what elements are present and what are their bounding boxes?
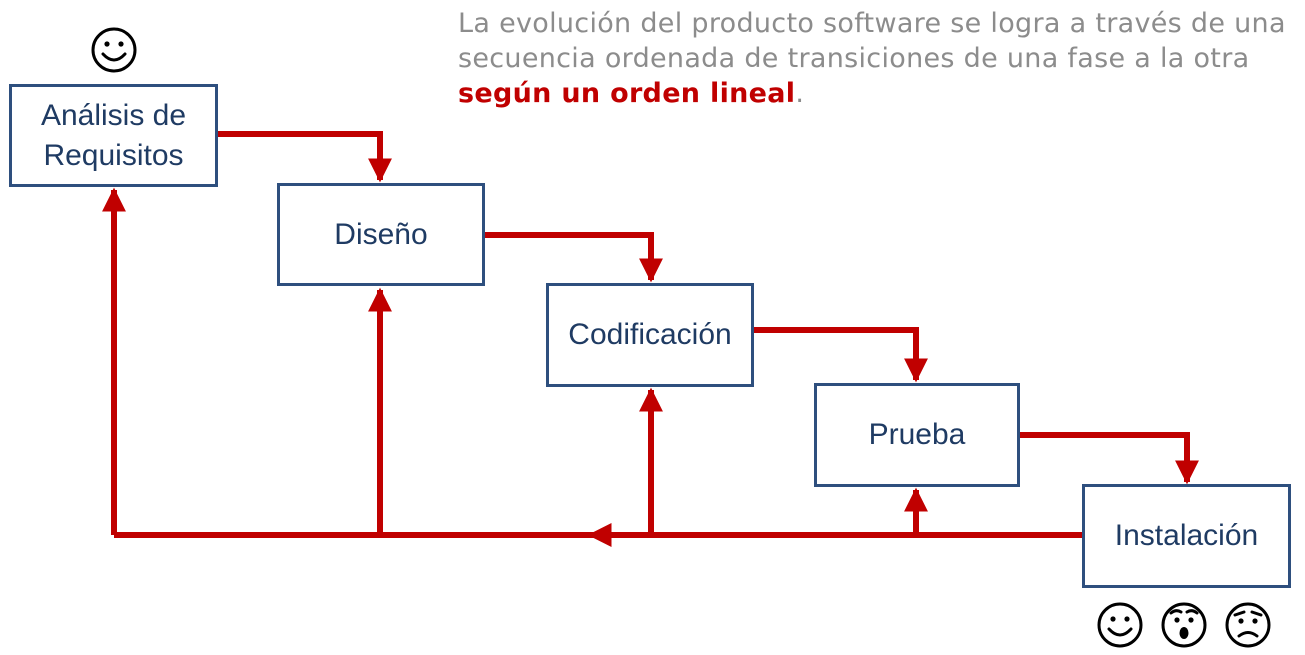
arrow-analisis-to-diseno (218, 131, 392, 183)
caption-text: La evolución del producto software se lo… (458, 8, 1286, 74)
phase-analisis-label-line1: Análisis de (40, 98, 187, 132)
phase-diseno-box: Diseño (277, 183, 485, 286)
phase-codificacion-label: Codificación (568, 318, 732, 351)
phase-instalacion-label: Instalación (1114, 519, 1259, 552)
surprised-face-icon (1161, 602, 1207, 648)
phase-instalacion-box: Instalación (1082, 484, 1291, 588)
caption-highlight: según un orden lineal (458, 78, 796, 109)
phase-analisis-label-line2: Requisitos (43, 138, 184, 172)
caption-period: . (795, 78, 805, 109)
smile-face-icon (91, 27, 137, 73)
phase-prueba-box: Prueba (814, 383, 1020, 487)
caption: La evolución del producto software se lo… (458, 6, 1303, 111)
phase-codificacion-box: Codificación (546, 283, 754, 387)
worried-face-icon (1225, 602, 1271, 648)
phase-diseno-label: Diseño (334, 217, 428, 251)
arrow-diseno-to-codificacion (485, 232, 663, 283)
smile-face-icon (1097, 602, 1143, 648)
phase-prueba-label: Prueba (868, 418, 966, 451)
arrow-prueba-to-instalacion (1020, 432, 1199, 485)
arrow-codificacion-to-prueba (754, 327, 928, 383)
phase-analisis-box: Análisis de Requisitos (9, 84, 218, 187)
